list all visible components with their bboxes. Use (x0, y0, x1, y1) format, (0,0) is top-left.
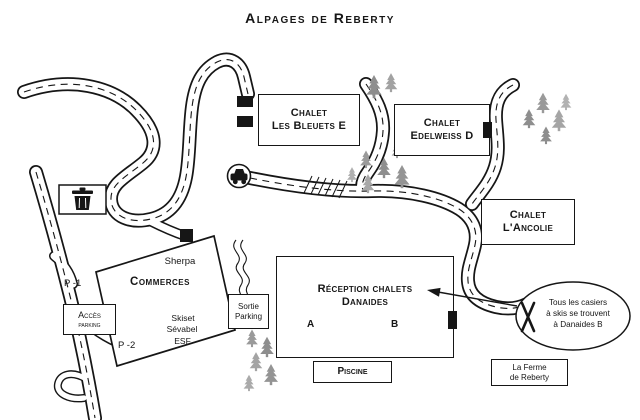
crossed-skis-icon (520, 301, 536, 333)
callout-line: Tous les casiers (548, 298, 608, 307)
building-entrance-marker (448, 311, 457, 329)
building-label: Les Bleuets E (271, 120, 347, 132)
pine-tree-icon (243, 374, 255, 392)
building-label: de Reberty (509, 372, 550, 382)
building-label: Chalet (509, 208, 547, 221)
unit-a-label: A (307, 319, 315, 330)
parking-level-2-label: P -2 (118, 340, 136, 351)
building-label: Chalet (290, 106, 328, 119)
pine-tree-icon (249, 352, 263, 372)
building-label: Danaides (341, 296, 389, 309)
pine-tree-icon (263, 363, 279, 386)
building-label: Piscine (337, 366, 368, 377)
trash-icon (72, 187, 93, 210)
ski-lockers-callout (515, 281, 631, 351)
sortie-parking-box: Sortie Parking (228, 294, 269, 329)
shop-esf-label: ESF (174, 336, 191, 346)
parking-level-1-label: P -1 (64, 278, 82, 289)
building-label: La Ferme (512, 362, 547, 372)
winding-footpath (233, 239, 250, 303)
unit-b-label: B (391, 319, 399, 330)
shop-sherpa-label: Sherpa (164, 256, 196, 267)
parking-label: Accès (78, 309, 101, 320)
parking-label: parking (78, 320, 101, 330)
commerces-label: Commerces (130, 276, 190, 288)
building-entrance-marker (237, 116, 253, 127)
pine-tree-icon (551, 109, 567, 132)
shop-skiset-label: Skiset (171, 313, 195, 323)
building-ferme-de-reberty: La Ferme de Reberty (491, 359, 568, 386)
pine-tree-icon (246, 329, 258, 348)
callout-line: à Danaides B (553, 320, 603, 330)
building-entrance-marker (180, 229, 193, 242)
pine-tree-icon (540, 126, 552, 145)
building-entrance-marker (483, 122, 492, 138)
building-chalet-ancolie: Chalet L'Ancolie (481, 199, 575, 245)
building-entrance-marker (237, 96, 253, 107)
callout-line: à skis se trouvent (546, 309, 610, 319)
building-reception-danaides: Réception chalets Danaides A B (276, 256, 454, 358)
building-chalet-edelweiss: Chalet Edelweiss D (394, 104, 490, 156)
waste-collection-point (58, 184, 107, 215)
pine-tree-icon (260, 336, 274, 358)
building-label: L'Ancolie (502, 222, 554, 234)
building-chalet-les-bleuets: Chalet Les Bleuets E (258, 94, 360, 146)
car-access-marker (226, 163, 252, 189)
pine-tree-icon (347, 167, 357, 183)
building-piscine: Piscine (313, 361, 392, 383)
pine-tree-icon (560, 93, 572, 111)
building-label: Edelweiss D (410, 130, 474, 142)
car-icon (230, 169, 248, 185)
ski-lockers-callout-text: Tous les casiers à skis se trouvent à Da… (536, 297, 620, 330)
parking-label: Parking (234, 311, 263, 321)
pine-tree-icon (536, 92, 550, 114)
parking-label: Sortie (238, 301, 259, 311)
building-label: Chalet (423, 116, 461, 129)
stairs-hatching (303, 175, 348, 199)
shop-sevabel-label: Sévabel (166, 324, 198, 334)
acces-parking-box: Accès parking (63, 304, 116, 335)
page-title: Alpages de Reberty (245, 10, 395, 26)
building-label: Réception chalets (317, 283, 413, 295)
pine-tree-icon (384, 73, 398, 93)
pine-tree-icon (522, 109, 536, 129)
